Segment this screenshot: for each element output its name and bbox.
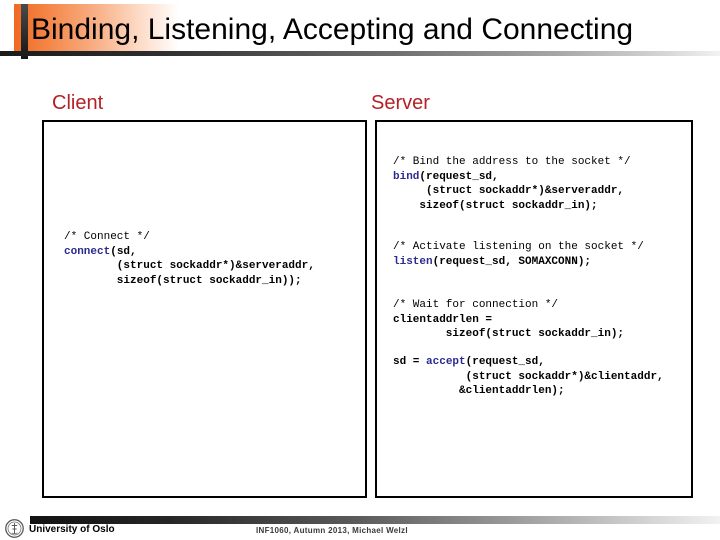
client-connect-line2: (struct sockaddr*)&serveraddr, <box>64 260 315 272</box>
client-connect-snippet: /* Connect */ connect(sd, (struct sockad… <box>64 230 315 288</box>
column-heading-server: Server <box>371 92 430 114</box>
title-vertical-bar-icon <box>21 4 28 59</box>
server-listen-line1-rest: (request_sd, SOMAXCONN); <box>432 255 592 268</box>
client-connect-line1-rest: (sd, <box>110 245 137 258</box>
server-wait-snippet: /* Wait for connection */ clientaddrlen … <box>393 298 624 342</box>
server-bind-line3: sizeof(struct sockaddr_in); <box>393 199 598 212</box>
title-accent-glow <box>14 4 179 56</box>
server-bind-line1-rest: (request_sd, <box>419 170 499 183</box>
server-listen-comment: /* Activate listening on the socket */ <box>393 241 644 253</box>
server-wait-line2: sizeof(struct sockaddr_in); <box>393 328 625 340</box>
page-title: Binding, Listening, Accepting and Connec… <box>31 13 634 46</box>
server-bind-line2: (struct sockaddr*)&serveraddr, <box>393 185 625 197</box>
listen-keyword: listen <box>393 255 433 268</box>
server-code-panel: /* Bind the address to the socket */ bin… <box>375 120 693 498</box>
client-connect-line3: sizeof(struct sockaddr_in)); <box>64 274 302 287</box>
server-wait-comment: /* Wait for connection */ <box>393 299 559 311</box>
accept-keyword: accept <box>426 356 466 368</box>
bind-keyword: bind <box>393 170 420 183</box>
column-heading-client: Client <box>52 92 104 114</box>
client-code-panel: /* Connect */ connect(sd, (struct sockad… <box>42 120 367 498</box>
footer-university-label: University of Oslo <box>29 524 115 535</box>
client-connect-comment: /* Connect */ <box>64 231 150 243</box>
server-wait-line1: clientaddrlen = <box>393 313 493 326</box>
title-horizontal-rule <box>0 51 720 56</box>
footer-course-label: INF1060, Autumn 2013, Michael Welzl <box>256 526 408 535</box>
slide-title-band: Binding, Listening, Accepting and Connec… <box>0 0 720 62</box>
university-seal-icon <box>5 519 24 538</box>
server-listen-snippet: /* Activate listening on the socket */ l… <box>393 240 644 269</box>
server-bind-snippet: /* Bind the address to the socket */ bin… <box>393 155 631 213</box>
server-accept-line1-rest: (request_sd, <box>465 356 545 368</box>
server-accept-prefix: sd = <box>393 356 427 368</box>
server-accept-line3: &clientaddrlen); <box>393 385 565 397</box>
server-accept-snippet: sd = accept(request_sd, (struct sockaddr… <box>393 355 664 399</box>
connect-keyword: connect <box>64 245 111 258</box>
footer-divider <box>30 516 720 524</box>
server-accept-line2: (struct sockaddr*)&clientaddr, <box>393 370 664 383</box>
server-bind-comment: /* Bind the address to the socket */ <box>393 156 631 168</box>
